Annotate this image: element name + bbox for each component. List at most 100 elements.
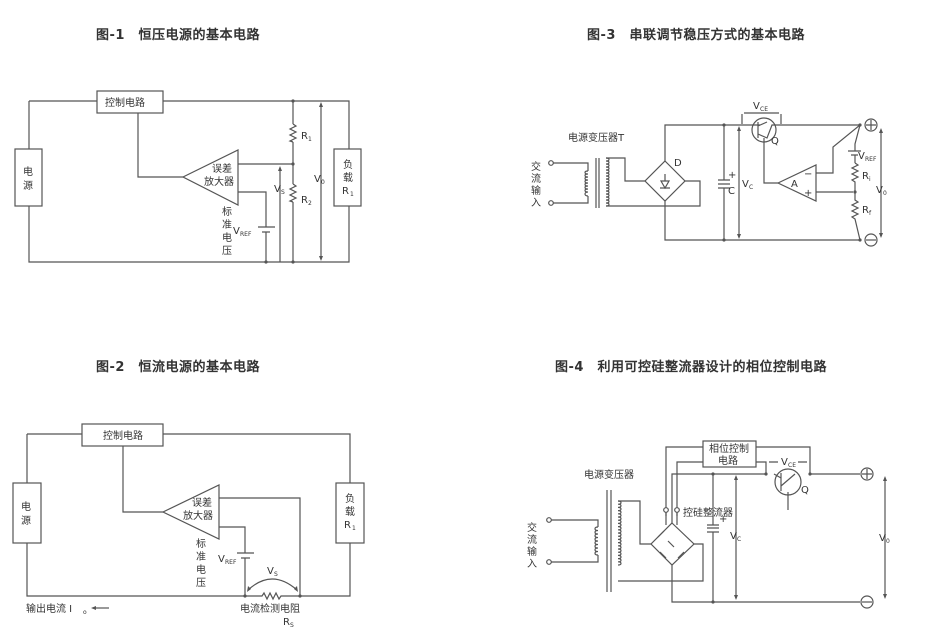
svg-text:S: S (290, 622, 294, 629)
fig1-amp-label-2: 放大器 (204, 175, 234, 188)
fig4-gate-terminal-2 (674, 507, 680, 513)
fig4-cap-plus: + (719, 514, 727, 525)
svg-text:1: 1 (352, 525, 356, 532)
fig1-error-amp (181, 149, 239, 206)
fig4-phase-label-2: 电路 (718, 454, 738, 467)
fig4-ac-terminal-bottom (546, 559, 552, 565)
fig3-rf-label: R (862, 205, 869, 216)
fig3-q-label: Q (771, 136, 779, 147)
fig4-gate-wires (665, 446, 703, 516)
fig3-title: 图-3 串联调节稳压方式的基本电路 (587, 28, 805, 43)
fig1-source-label-1: 电 (23, 165, 33, 178)
svg-text:1: 1 (350, 191, 354, 198)
fig4-q-label: Q (801, 485, 809, 496)
fig2-ref-label-1: 标 (196, 538, 206, 550)
fig2-source-label-2: 源 (21, 514, 31, 527)
fig2-load-label-3: R (344, 520, 351, 531)
fig2-source-label-1: 电 (21, 500, 31, 513)
fig4-transformer-core (606, 490, 612, 592)
fig4-scr-elements (657, 530, 685, 559)
fig3-ac-label-1: 交 (531, 160, 541, 173)
fig4-transistor-q (774, 468, 802, 496)
fig3-ac-terminal-top (548, 160, 554, 166)
fig3-amp-label: A (791, 179, 798, 190)
fig2-vref-label: V (218, 554, 225, 565)
fig4-phase-control-box (702, 440, 757, 468)
fig1-load-label-3: R (342, 186, 349, 197)
fig2-rs-label: R (283, 617, 290, 628)
fig3-minus-wire (816, 124, 861, 174)
fig3-ac-terminal-bottom (548, 200, 554, 206)
fig2-sense-label: 电流检测电阻 (240, 602, 300, 615)
fig3-rail-wires (664, 124, 860, 241)
svg-text:REF: REF (240, 231, 252, 238)
fig1-vref-battery (258, 226, 275, 233)
fig1-control-box (96, 90, 164, 114)
fig1-vo-label: V (314, 174, 321, 185)
fig2-feedback-wire (219, 497, 301, 596)
svg-text:C: C (737, 536, 741, 543)
fig3-ac-label-3: 输 (531, 184, 541, 197)
svg-text:C: C (749, 184, 753, 191)
fig4-title: 图-4 利用可控硅整流器设计的相位控制电路 (555, 360, 827, 375)
fig4-capacitor (707, 524, 719, 533)
fig3-cap-label: C (728, 186, 735, 197)
fig3-ac-label-4: 入 (531, 198, 541, 209)
fig4-vc-label: V (730, 531, 737, 542)
fig3-ac-label-2: 流 (531, 172, 541, 185)
fig2-load-box (335, 482, 365, 544)
fig4-gate-terminal-1 (663, 507, 669, 513)
fig4-ac-terminal-top (546, 517, 552, 523)
svg-text:0: 0 (886, 538, 890, 545)
fig2-vref-battery (237, 552, 254, 559)
fig1-r2-resistor (288, 183, 298, 203)
svg-text:0: 0 (883, 190, 887, 197)
fig4-secondary-wire (618, 500, 704, 582)
fig1-constant-voltage-circuit: 控制电路 电 源 负 载 R 1 误差 放大器 R 1 R 2 V REF 标 … (14, 90, 362, 264)
fig3-secondary-coil (605, 157, 610, 207)
svg-text:CE: CE (788, 462, 796, 469)
fig1-ref-label-2: 准 (222, 219, 232, 231)
fig1-title: 图-1 恒压电源的基本电路 (96, 28, 260, 43)
fig3-vo-label: V (876, 185, 883, 196)
fig2-main-wire (26, 433, 351, 597)
fig3-base-wire (763, 138, 778, 184)
fig2-control-to-amp-wire (122, 446, 163, 513)
fig1-vs-label: V (274, 184, 281, 195)
fig4-negative-rail (672, 523, 860, 602)
fig1-source-label-2: 源 (23, 179, 33, 192)
fig3-vref-branch (848, 124, 861, 163)
fig3-transformer-label: 电源变压器T (568, 131, 625, 144)
svg-text:f: f (869, 210, 872, 217)
fig4-ac-label-3: 输 (527, 545, 537, 558)
fig3-diode-label: D (674, 158, 682, 169)
svg-text:CE: CE (760, 106, 768, 113)
fig4-positive-rail (671, 473, 860, 523)
fig1-control-label: 控制电路 (105, 96, 145, 109)
fig3-opamp-a (776, 164, 817, 202)
fig1-r1-resistor (288, 123, 298, 143)
fig4-scr-bridge (650, 522, 695, 566)
fig3-vc-label: V (742, 179, 749, 190)
fig4-secondary-coil (617, 500, 622, 566)
fig1-r2-label: R (301, 195, 308, 206)
fig1-control-to-amp-wire (137, 113, 183, 178)
fig2-vs-label: V (267, 566, 274, 577)
fig4-ac-label-1: 交 (527, 521, 537, 534)
fig2-amp-label-2: 放大器 (183, 509, 213, 522)
fig4-phase-top-wire (756, 446, 811, 473)
svg-text:S: S (274, 571, 278, 578)
svg-text:i: i (869, 176, 871, 183)
fig3-capacitor (718, 179, 730, 189)
fig1-load-label-1: 负 (343, 158, 353, 171)
fig2-ref-label-4: 压 (196, 577, 206, 589)
fig3-cap-plus: + (728, 170, 736, 181)
fig3-series-regulator-circuit: 电源变压器T 交 流 输 入 D + C V C Q V CE (531, 101, 887, 247)
fig3-ri-rf-resistors (850, 162, 861, 241)
fig4-phase-control-circuit: 电源变压器 交 流 输 入 相位控制 电路 控硅整流器 + V C (527, 440, 890, 609)
fig2-title: 图-2 恒流电源的基本电路 (96, 360, 260, 375)
fig2-amp-label-1: 误差 (192, 496, 212, 509)
fig3-ri-label: R (862, 171, 869, 182)
fig3-amp-minus: − (804, 169, 812, 180)
